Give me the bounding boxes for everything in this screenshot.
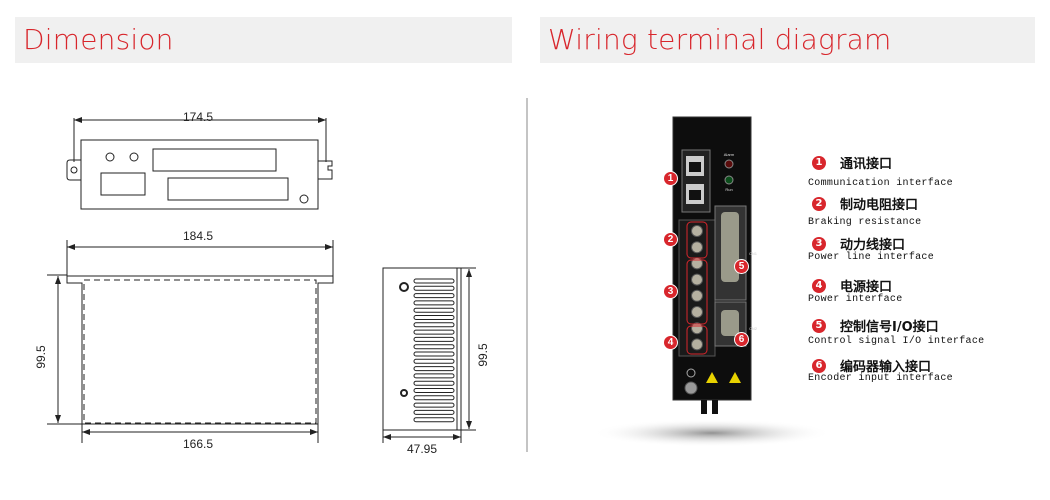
dim-174-5: 174.5 [183,110,213,124]
heatsink-slot [413,293,455,299]
wiring-title: Wiring terminal diagram [548,23,892,56]
device-badge-1: 1 [663,171,678,186]
alarm-label: Alarm [724,152,735,157]
heatsink-slot [413,307,455,313]
heatsink-slot [413,402,455,408]
legend-item-3: 3 动力线接口 [812,234,905,253]
device-badge-3: 3 [663,284,678,299]
wiring-header: Wiring terminal diagram [540,17,1035,63]
legend-number: 5 [812,318,826,333]
heatsink-slot [413,315,455,320]
legend-cn: 控制信号I/O接口 [840,320,939,335]
dim-47-95: 47.95 [407,442,437,456]
warning-icon [706,372,718,383]
dim-184-5: 184.5 [183,229,213,243]
ground-screw-icon [684,381,698,395]
terminal-screw [691,306,703,318]
terminal-screw [691,225,703,237]
legend-item-4: 4 电源接口 [812,276,892,295]
dim-166-5: 166.5 [183,437,213,451]
heatsink-slot [413,278,455,284]
device-badge-2: 2 [663,232,678,247]
cn2-label: CN2 [749,326,758,331]
top-view [66,117,333,210]
terminal-screw [691,273,703,286]
servo-drive: Alarm Run CN1 CN2 [672,116,758,414]
front-view [47,240,334,443]
heatsink-slot [413,380,455,386]
legend-en: Power interface [808,294,903,305]
heatsink-slot [413,285,455,291]
heatsink-slot [413,322,455,328]
legend-item-2: 2 制动电阻接口 [812,194,918,213]
legend-cn: 动力线接口 [840,238,906,253]
heatsink-slot [413,300,455,306]
run-label: Run [725,187,732,192]
device-shadow [592,419,832,447]
legend-en: Power line interface [808,252,935,263]
legend-number: 3 [812,236,826,251]
heatsink-slot [413,344,455,350]
ground-icon [686,368,696,378]
legend-number: 4 [812,278,826,293]
heatsink-slot [413,329,455,335]
legend-number: 2 [812,196,826,211]
heatsink-slot [413,351,455,357]
device-badge-5: 5 [734,259,749,274]
legend-item-6: 6 编码器输入接口 [812,356,931,375]
dimension-title: Dimension [23,23,174,56]
legend-number: 1 [812,155,826,170]
heatsink-slot [413,417,455,423]
legend-cn: 电源接口 [840,280,893,295]
heatsink-slot [413,409,455,415]
heatsink-slot [413,388,455,393]
dim-99-5-end: 99.5 [476,343,490,367]
legend-en: Control signal I/O interface [808,336,985,347]
legend-cn: 制动电阻接口 [840,198,919,213]
terminal-screw [691,289,703,302]
legend-en: Braking resistance [808,217,922,228]
device-badge-4: 4 [663,335,678,350]
legend-item-1: 1 通讯接口 [812,153,892,172]
terminal-screw [691,322,703,335]
legend-en: Encoder input interface [808,373,953,384]
cn1-label: CN1 [749,251,758,256]
dim-99-5-front: 99.5 [34,345,48,369]
warning-icon [729,372,741,383]
heatsink-slot [413,336,455,342]
legend-en: Communication interface [808,178,953,189]
end-view [382,267,476,443]
device-badge-6: 6 [734,332,749,347]
heatsink-slot [413,373,455,379]
heatsink-slot [413,366,455,372]
heatsink-slot [413,395,455,401]
terminal-screw [691,241,703,254]
dimension-header: Dimension [15,17,512,63]
legend-number: 6 [812,358,826,373]
terminal-screw [691,338,703,351]
legend-item-5: 5 控制信号I/O接口 [812,316,939,335]
heatsink-slot [413,358,455,364]
legend-cn: 编码器输入接口 [840,360,932,375]
legend-cn: 通讯接口 [840,157,893,172]
